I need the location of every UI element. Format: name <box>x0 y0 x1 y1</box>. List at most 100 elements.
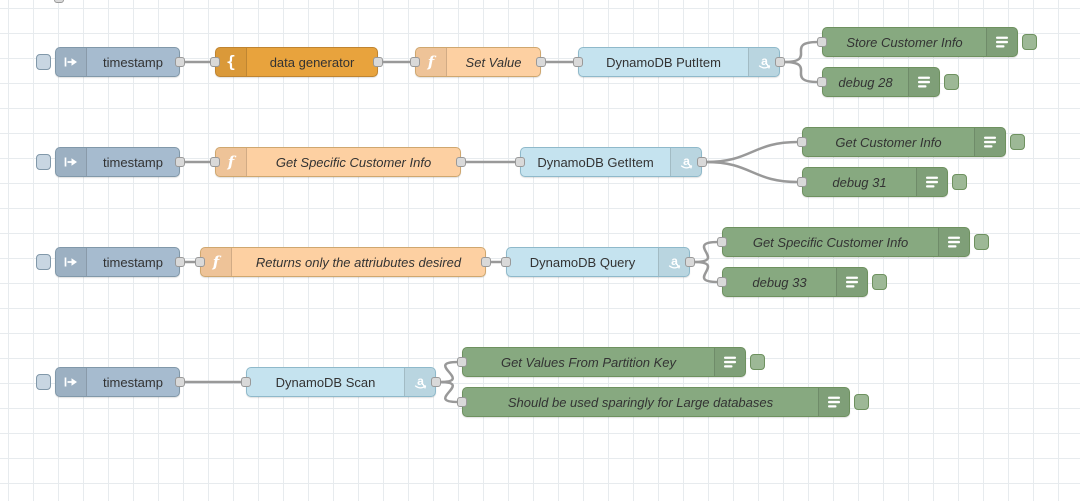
debug-list-icon <box>974 128 1005 156</box>
debug-toggle-button[interactable] <box>1010 134 1025 150</box>
input-port[interactable] <box>195 257 205 267</box>
input-port[interactable] <box>817 37 827 47</box>
node-debug-get-specific-customer-info[interactable]: Get Specific Customer Info <box>717 227 989 257</box>
debug-toggle-button[interactable] <box>872 274 887 290</box>
wire[interactable] <box>439 360 459 384</box>
inject-button[interactable] <box>36 254 51 270</box>
debug-toggle-button[interactable] <box>952 174 967 190</box>
input-port[interactable] <box>717 237 727 247</box>
wire[interactable] <box>693 240 719 264</box>
node-debug-get-customer-info[interactable]: Get Customer Info <box>797 127 1025 157</box>
debug-toggle-button[interactable] <box>750 354 765 370</box>
node-body[interactable]: Get Specific Customer Info <box>722 227 970 257</box>
output-port[interactable] <box>175 57 185 67</box>
node-body[interactable]: debug 28 <box>822 67 940 97</box>
node-inject-timestamp[interactable]: timestamp <box>36 47 185 77</box>
node-inject-timestamp[interactable]: timestamp <box>36 247 185 277</box>
output-port[interactable] <box>697 157 707 167</box>
node-label: Get Specific Customer Info <box>275 154 432 170</box>
inject-button[interactable] <box>36 154 51 170</box>
node-body[interactable]: timestamp <box>55 47 180 77</box>
output-port[interactable] <box>536 57 546 67</box>
wire[interactable] <box>783 60 819 84</box>
input-port[interactable] <box>210 157 220 167</box>
svg-text:a: a <box>761 54 768 68</box>
node-label: Set Value <box>465 54 522 70</box>
node-body[interactable]: Get Values From Partition Key <box>462 347 746 377</box>
offscreen-node-port[interactable] <box>54 0 64 3</box>
debug-toggle-button[interactable] <box>854 394 869 410</box>
input-port[interactable] <box>515 157 525 167</box>
debug-list-icon <box>836 268 867 296</box>
inject-button[interactable] <box>36 374 51 390</box>
node-body[interactable]: Store Customer Info <box>822 27 1018 57</box>
wire[interactable] <box>705 160 799 184</box>
node-body[interactable]: Get Customer Info <box>802 127 1006 157</box>
node-debug-get-values-from-partition-key[interactable]: Get Values From Partition Key <box>457 347 765 377</box>
input-port[interactable] <box>210 57 220 67</box>
node-inject-timestamp[interactable]: timestamp <box>36 367 185 397</box>
output-port[interactable] <box>175 377 185 387</box>
wire[interactable] <box>705 140 799 164</box>
node-inject-timestamp[interactable]: timestamp <box>36 147 185 177</box>
node-debug-debug-31[interactable]: debug 31 <box>797 167 967 197</box>
wire[interactable] <box>693 260 719 284</box>
output-port[interactable] <box>175 257 185 267</box>
inject-arrow-icon <box>56 248 87 276</box>
input-port[interactable] <box>817 77 827 87</box>
inject-button[interactable] <box>36 54 51 70</box>
node-label: timestamp <box>103 254 163 270</box>
node-body[interactable]: timestamp <box>55 247 180 277</box>
node-debug-debug-33[interactable]: debug 33 <box>717 267 887 297</box>
function-icon: f <box>201 248 232 276</box>
debug-toggle-button[interactable] <box>974 234 989 250</box>
node-debug-debug-28[interactable]: debug 28 <box>817 67 959 97</box>
input-port[interactable] <box>717 277 727 287</box>
node-body[interactable]: {data generator <box>215 47 378 77</box>
input-port[interactable] <box>241 377 251 387</box>
node-label: timestamp <box>103 54 163 70</box>
output-port[interactable] <box>175 157 185 167</box>
wire[interactable] <box>439 380 459 404</box>
wire[interactable] <box>783 40 819 64</box>
node-debug-should-be-used-sparingly-for-large-databases[interactable]: Should be used sparingly for Large datab… <box>457 387 869 417</box>
output-port[interactable] <box>431 377 441 387</box>
input-port[interactable] <box>457 397 467 407</box>
node-body[interactable]: debug 33 <box>722 267 868 297</box>
input-port[interactable] <box>797 177 807 187</box>
input-port[interactable] <box>573 57 583 67</box>
output-port[interactable] <box>481 257 491 267</box>
output-port[interactable] <box>685 257 695 267</box>
node-debug-store-customer-info[interactable]: Store Customer Info <box>817 27 1037 57</box>
output-port[interactable] <box>373 57 383 67</box>
node-template-data-generator[interactable]: {data generator <box>210 47 383 77</box>
output-port[interactable] <box>775 57 785 67</box>
input-port[interactable] <box>501 257 511 267</box>
node-body[interactable]: timestamp <box>55 367 180 397</box>
node-body[interactable]: Should be used sparingly for Large datab… <box>462 387 850 417</box>
input-port[interactable] <box>457 357 467 367</box>
input-port[interactable] <box>797 137 807 147</box>
debug-toggle-button[interactable] <box>944 74 959 90</box>
node-body[interactable]: debug 31 <box>802 167 948 197</box>
input-port[interactable] <box>410 57 420 67</box>
debug-list-icon <box>714 348 745 376</box>
debug-toggle-button[interactable] <box>1022 34 1037 50</box>
output-port[interactable] <box>456 157 466 167</box>
node-body[interactable]: timestamp <box>55 147 180 177</box>
